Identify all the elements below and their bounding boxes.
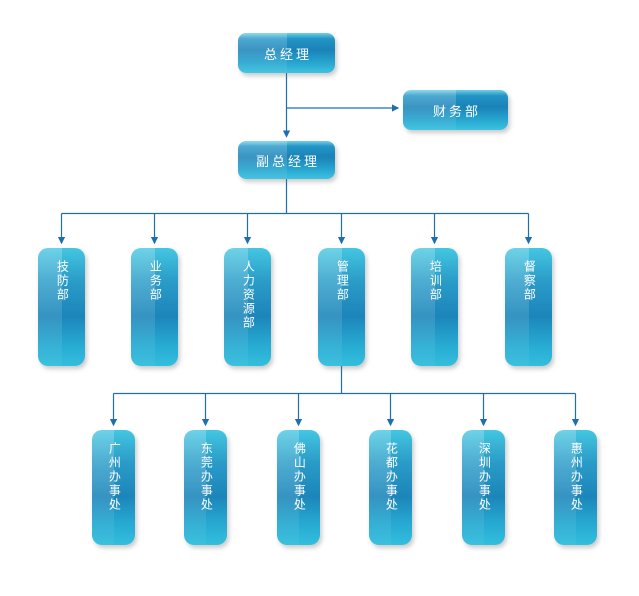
node-office-shenzhen: 深圳办事处 <box>462 430 505 545</box>
node-dept-training: 培训部 <box>411 248 458 366</box>
node-dept-human-resources: 人力资源部 <box>224 248 271 366</box>
node-office-dongguan: 东莞办事处 <box>184 430 227 545</box>
node-dept-management-label: 管理部 <box>335 260 350 302</box>
node-office-shenzhen-label: 深圳办事处 <box>477 442 492 512</box>
node-office-huadu-label: 花都办事处 <box>384 442 399 512</box>
node-dept-management: 管理部 <box>318 248 365 366</box>
node-office-foshan-label: 佛山办事处 <box>292 442 307 512</box>
node-dept-supervision: 督察部 <box>505 248 552 366</box>
node-dept-security-tech: 技防部 <box>38 248 85 366</box>
node-office-dongguan-label: 东莞办事处 <box>199 442 214 512</box>
node-dept-business-label: 业务部 <box>148 260 163 302</box>
node-dept-business: 业务部 <box>131 248 178 366</box>
node-general-manager: 总经理 <box>238 33 335 73</box>
node-finance-dept: 财务部 <box>403 90 508 130</box>
node-deputy-general-manager-label: 副总经理 <box>255 154 320 170</box>
node-finance-dept-label: 财务部 <box>432 104 481 120</box>
node-dept-security-tech-label: 技防部 <box>55 260 70 302</box>
node-general-manager-label: 总经理 <box>263 47 312 63</box>
node-office-huadu: 花都办事处 <box>369 430 412 545</box>
node-dept-supervision-label: 督察部 <box>522 260 537 302</box>
node-deputy-general-manager: 副总经理 <box>238 141 335 179</box>
node-dept-human-resources-label: 人力资源部 <box>241 260 256 330</box>
node-office-foshan: 佛山办事处 <box>277 430 320 545</box>
node-office-huizhou: 惠州办事处 <box>554 430 597 545</box>
node-office-huizhou-label: 惠州办事处 <box>569 442 584 512</box>
node-office-guangzhou: 广州办事处 <box>92 430 135 545</box>
node-office-guangzhou-label: 广州办事处 <box>107 442 122 512</box>
node-dept-training-label: 培训部 <box>428 260 443 302</box>
